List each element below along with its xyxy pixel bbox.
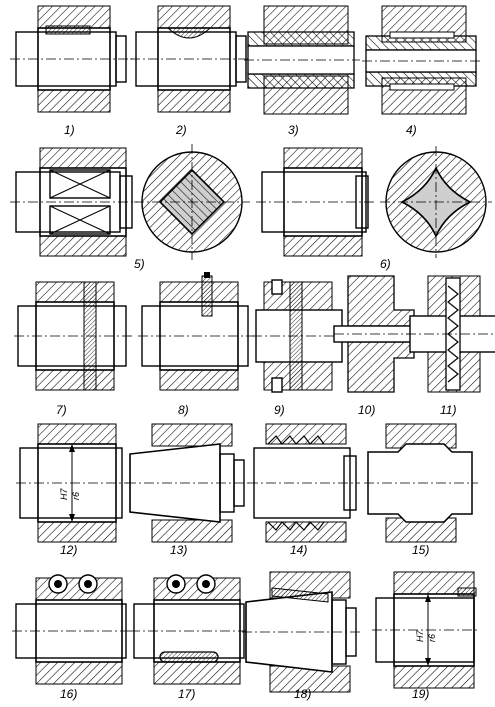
panel-4 (362, 5, 482, 115)
panel-label-17: 17) (178, 687, 195, 701)
panel-3 (244, 5, 360, 115)
panel-12 (16, 423, 128, 543)
panel-label-18: 18) (294, 687, 311, 701)
panel-label-6: 6) (380, 257, 391, 271)
panel-label-4: 4) (406, 123, 417, 137)
panel-label-2: 2) (175, 123, 187, 137)
panel-label-10: 10) (358, 403, 375, 417)
panel-label-12: 12) (60, 543, 77, 557)
panel-5 (10, 147, 138, 257)
panel-1 (10, 5, 134, 113)
panel-10 (333, 275, 426, 393)
panel-6-section (380, 146, 492, 258)
panel-19 (372, 571, 480, 689)
panel-label-15: 15) (412, 543, 429, 557)
panel-label-5: 5) (134, 257, 145, 271)
panel-7 (14, 281, 132, 391)
panel-14 (248, 423, 360, 543)
fit-label-19-hole: H7 (415, 630, 425, 642)
panel-label-11: 11) (440, 403, 456, 417)
panel-11 (406, 275, 495, 393)
panel-label-7: 7) (56, 403, 67, 417)
panel-16 (12, 574, 132, 685)
panel-label-19: 19) (412, 687, 429, 701)
panel-label-9: 9) (274, 403, 285, 417)
panel-13 (126, 423, 250, 543)
fit-label-12-hole: H7 (59, 488, 69, 500)
panel-9 (252, 279, 348, 393)
fit-label-19-shaft: r6 (427, 634, 437, 642)
panel-label-14: 14) (290, 543, 307, 557)
panel-17 (130, 574, 250, 685)
panel-2 (130, 5, 254, 113)
fit-label-12-shaft: r6 (71, 492, 81, 500)
panel-label-13: 13) (170, 543, 187, 557)
panel-label-1: 1) (64, 123, 75, 137)
panel-label-8: 8) (178, 403, 189, 417)
panel-18 (242, 571, 362, 693)
panel-8 (138, 272, 254, 391)
panel-label-16: 16) (60, 687, 77, 701)
panel-15 (364, 423, 478, 543)
panel-6 (256, 147, 374, 257)
panel-5-section (134, 144, 250, 260)
panel-label-3: 3) (288, 123, 299, 137)
